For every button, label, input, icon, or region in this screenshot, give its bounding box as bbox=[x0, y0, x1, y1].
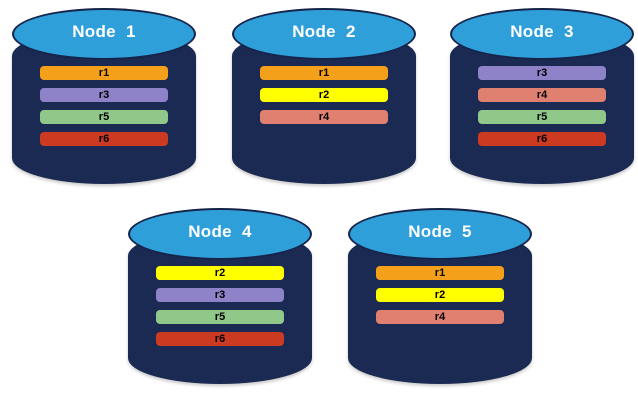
cylinder-top-ellipse bbox=[128, 208, 312, 260]
replica-bar[interactable]: r5 bbox=[478, 110, 606, 124]
database-node-1[interactable]: Node 1 r1 r3 r5 r6 bbox=[12, 8, 196, 184]
replica-bar[interactable]: r2 bbox=[156, 266, 284, 280]
database-node-5[interactable]: Node 5 r1 r2 r4 bbox=[348, 208, 532, 384]
replica-list: r3 r4 r5 r6 bbox=[478, 66, 606, 146]
database-node-4[interactable]: Node 4 r2 r3 r5 r6 bbox=[128, 208, 312, 384]
replica-list: r1 r3 r5 r6 bbox=[40, 66, 168, 146]
replica-bar[interactable]: r2 bbox=[260, 88, 388, 102]
replica-bar[interactable]: r4 bbox=[376, 310, 504, 324]
replica-bar[interactable]: r1 bbox=[376, 266, 504, 280]
replica-list: r1 r2 r4 bbox=[376, 266, 504, 324]
replica-bar[interactable]: r1 bbox=[40, 66, 168, 80]
replica-bar[interactable]: r5 bbox=[156, 310, 284, 324]
cylinder-top-ellipse bbox=[450, 8, 634, 60]
replica-bar[interactable]: r3 bbox=[156, 288, 284, 302]
replica-list: r1 r2 r4 bbox=[260, 66, 388, 124]
replica-bar[interactable]: r5 bbox=[40, 110, 168, 124]
replica-bar[interactable]: r6 bbox=[40, 132, 168, 146]
database-node-2[interactable]: Node 2 r1 r2 r4 bbox=[232, 8, 416, 184]
replica-bar[interactable]: r3 bbox=[40, 88, 168, 102]
replica-bar[interactable]: r1 bbox=[260, 66, 388, 80]
replica-bar[interactable]: r2 bbox=[376, 288, 504, 302]
replica-bar[interactable]: r3 bbox=[478, 66, 606, 80]
replica-list: r2 r3 r5 r6 bbox=[156, 266, 284, 346]
cylinder-top-ellipse bbox=[232, 8, 416, 60]
replica-bar[interactable]: r6 bbox=[478, 132, 606, 146]
cylinder-top-ellipse bbox=[12, 8, 196, 60]
replica-bar[interactable]: r6 bbox=[156, 332, 284, 346]
replica-bar[interactable]: r4 bbox=[478, 88, 606, 102]
cylinder-top-ellipse bbox=[348, 208, 532, 260]
replica-bar[interactable]: r4 bbox=[260, 110, 388, 124]
database-node-3[interactable]: Node 3 r3 r4 r5 r6 bbox=[450, 8, 634, 184]
